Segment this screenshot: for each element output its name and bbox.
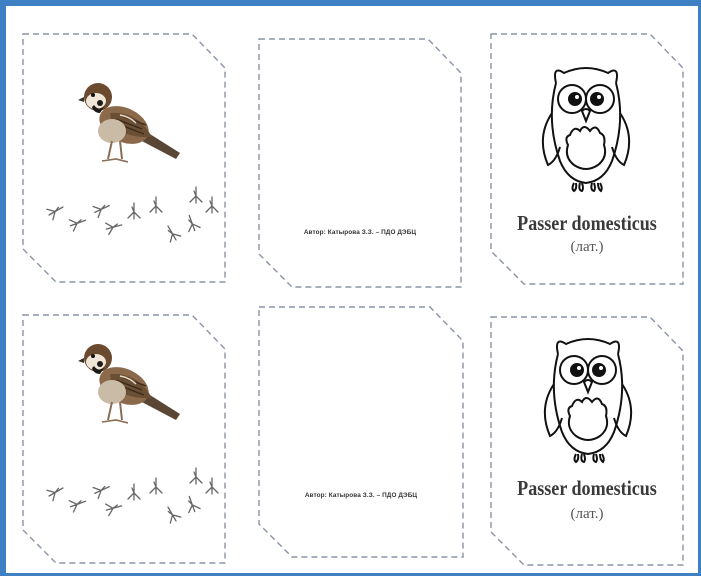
owl-outline-icon: [541, 67, 631, 192]
card-owl-back-2: Passer domesticus (лат.): [490, 316, 684, 566]
card-outline: [490, 33, 684, 285]
card-outline: [490, 316, 684, 566]
card-outline: [22, 33, 226, 283]
species-latin-note: (лат.): [570, 506, 604, 522]
card-sparrow-front-2: [22, 314, 226, 564]
species-latin-name: Passer domesticus: [517, 476, 657, 500]
species-latin-name: Passer domesticus: [517, 211, 657, 235]
card-author-1: Автор: Катырова З.З. – ПДО ДЭБЦ: [258, 38, 462, 288]
card-author-2: Автор: Катырова З.З. – ПДО ДЭБЦ: [258, 306, 464, 558]
card-sparrow-front-1: [22, 33, 226, 283]
sparrow-photo-icon: [77, 82, 181, 163]
card-owl-back-1: Passer domesticus (лат.): [490, 33, 684, 285]
author-credit: Автор: Катырова З.З. – ПДО ДЭБЦ: [303, 229, 417, 236]
bird-footprints-icon: [45, 186, 219, 244]
card-outline: [258, 306, 464, 558]
owl-outline-icon: [543, 338, 633, 463]
author-credit: Автор: Катырова З.З. – ПДО ДЭБЦ: [304, 492, 418, 499]
species-latin-note: (лат.): [570, 239, 604, 255]
sparrow-photo-icon: [77, 343, 181, 424]
card-outline: [258, 38, 462, 288]
bird-footprints-icon: [45, 467, 219, 525]
card-outline: [22, 314, 226, 564]
